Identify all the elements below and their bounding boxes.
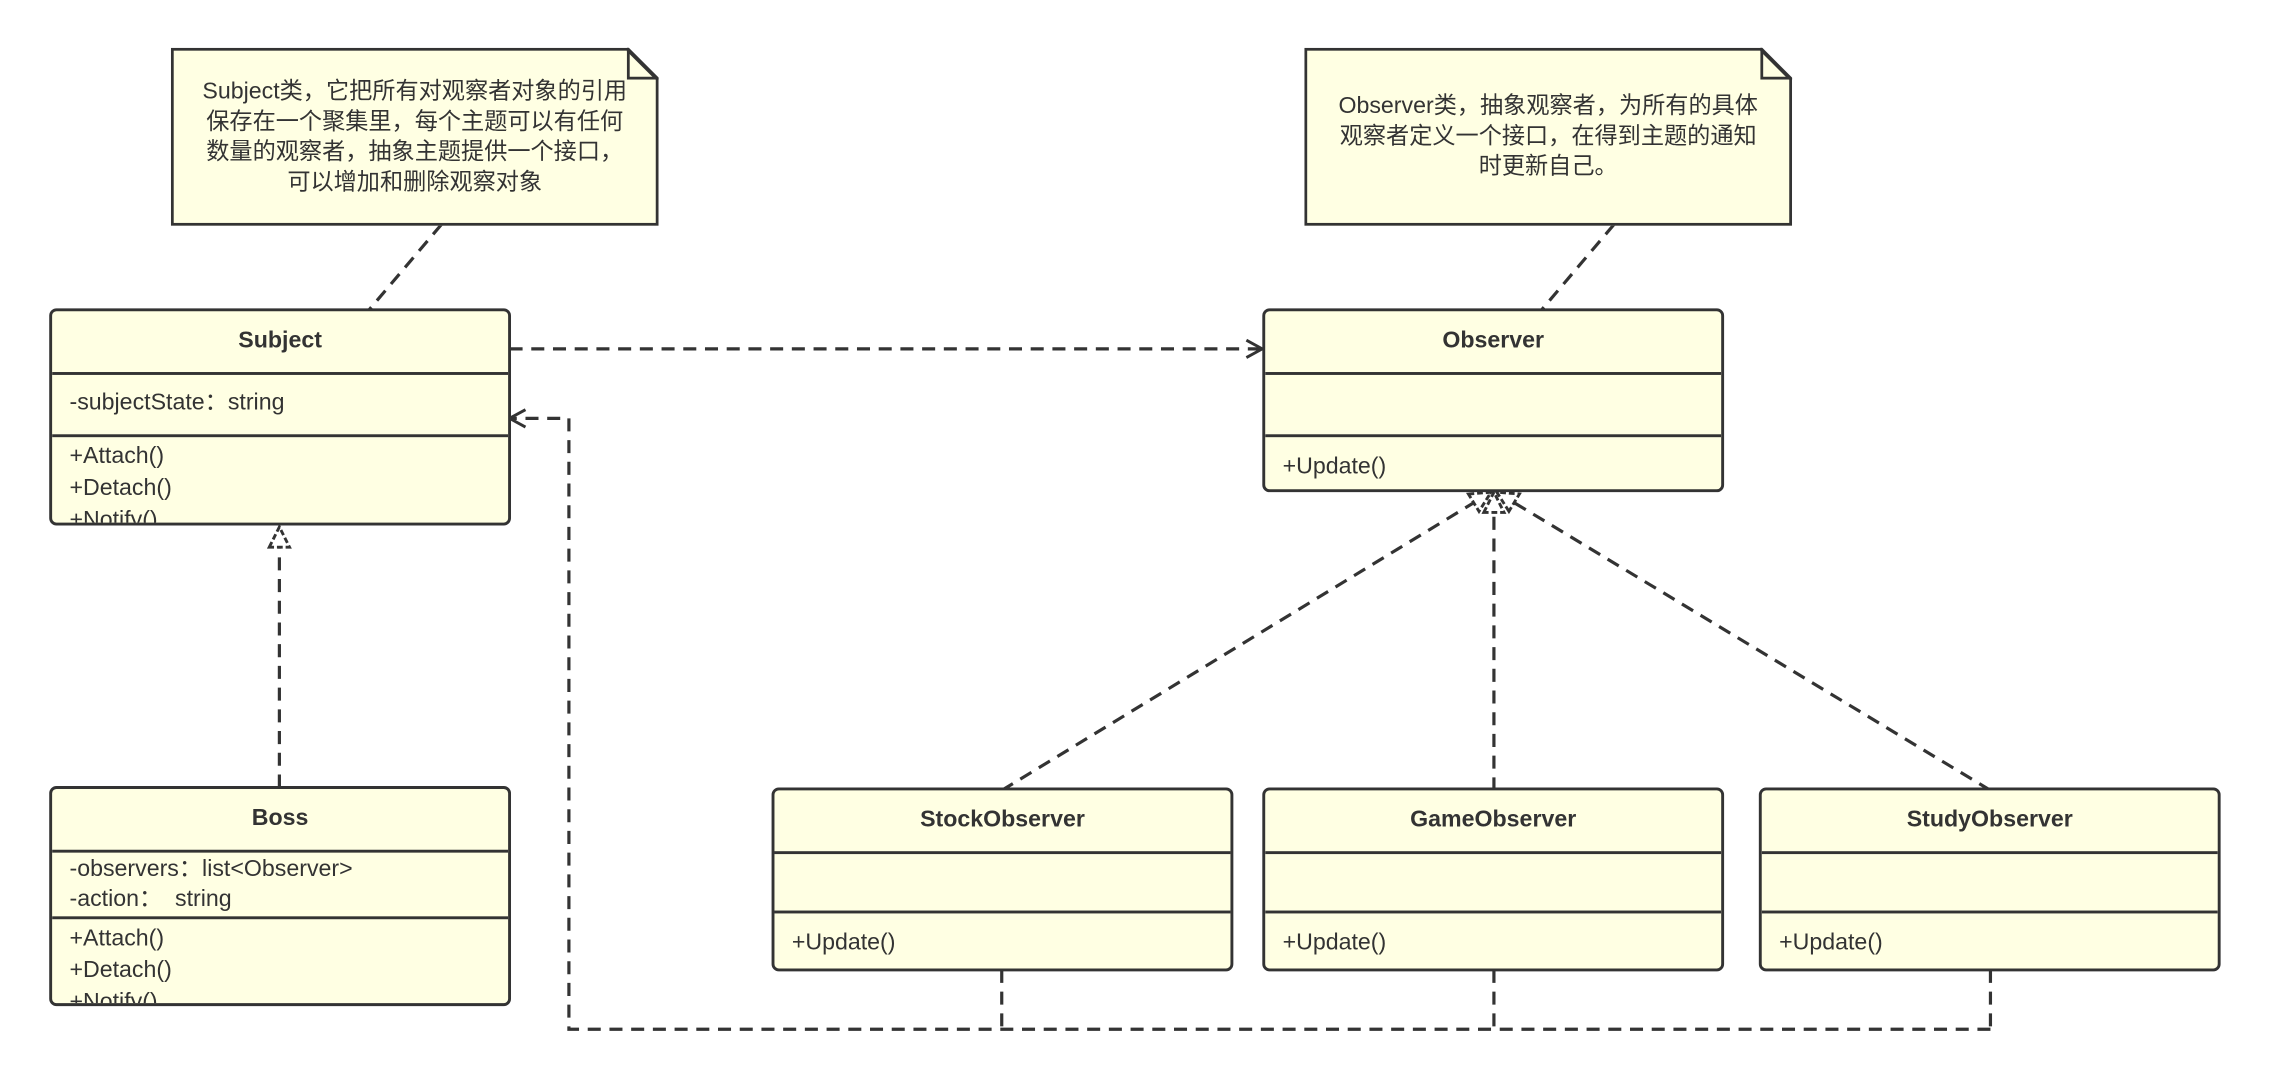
operation-row: +Update(): [1282, 454, 1387, 480]
class-subject[interactable]: Subject -subjectState：string +Attach() +…: [49, 308, 512, 526]
operation-row: +Detach(): [69, 476, 172, 501]
operation-row: +Update(): [791, 930, 896, 956]
subject-note-text: Subject类，它把所有对观察者对象的引用保存在一个聚集里，每个主题可以有任何…: [202, 78, 628, 195]
operations-compartment: +Update(): [1265, 437, 1721, 488]
attribute-row: -observers：list<Observer>: [69, 856, 353, 882]
operations-compartment: +Update(): [1762, 913, 2218, 964]
attribute-row: -action： string: [69, 887, 232, 912]
attributes-compartment: [1265, 375, 1722, 438]
class-name: Subject: [52, 311, 509, 375]
study-realizes-observer: [1497, 492, 1992, 792]
subject-note: Subject类，它把所有对观察者对象的引用保存在一个聚集里，每个主题可以有任何…: [171, 48, 659, 226]
class-name: GameObserver: [1265, 790, 1722, 855]
operation-row: +Attach(): [69, 926, 165, 952]
class-stock-observer[interactable]: StockObserver +Update(): [771, 787, 1234, 972]
class-boss[interactable]: Boss -observers：list<Observer> -action： …: [49, 786, 512, 1007]
operations-compartment: +Attach() +Detach() +Notify(): [52, 437, 508, 526]
observer-note-text: Observer类，抽象观察者，为所有的具体观察者定义一个接口，在得到主题的通知…: [1338, 94, 1758, 180]
operation-row: +Notify(): [69, 508, 158, 526]
subject-note-anchor: [367, 223, 443, 311]
observer-note-corner-edge: [1760, 48, 1792, 80]
observer-note: Observer类，抽象观察者，为所有的具体观察者定义一个接口，在得到主题的通知…: [1304, 48, 1792, 226]
operation-row: +Update(): [1282, 930, 1387, 956]
attributes-compartment: [1761, 854, 2218, 914]
attribute-row: -subjectState：string: [69, 390, 285, 416]
class-name: StudyObserver: [1761, 790, 2218, 855]
attributes-compartment: [1265, 854, 1722, 914]
attributes-compartment: -observers：list<Observer> -action： strin…: [52, 853, 509, 920]
attributes-compartment: [774, 854, 1231, 914]
operation-row: +Update(): [1779, 930, 1883, 956]
operation-row: +Notify(): [69, 990, 158, 1007]
observer-note-anchor: [1540, 223, 1616, 311]
attributes-compartment: -subjectState：string: [52, 375, 509, 438]
class-study-observer[interactable]: StudyObserver +Update(): [1758, 787, 2221, 972]
class-game-observer[interactable]: GameObserver +Update(): [1262, 787, 1725, 972]
operations-compartment: +Update(): [1265, 913, 1721, 964]
class-name: Observer: [1265, 311, 1722, 375]
observers-to-subject-dependency: [510, 418, 1991, 1031]
class-name: StockObserver: [774, 790, 1231, 855]
class-observer[interactable]: Observer +Update(): [1262, 308, 1725, 493]
class-name: Boss: [52, 789, 509, 853]
operations-compartment: +Update(): [774, 913, 1230, 964]
stock-realizes-observer: [1000, 492, 1491, 792]
operation-row: +Detach(): [69, 958, 172, 983]
operation-row: +Attach(): [69, 444, 165, 470]
subject-note-corner-edge: [626, 48, 659, 80]
operations-compartment: +Attach() +Detach() +Notify(): [52, 919, 508, 1007]
